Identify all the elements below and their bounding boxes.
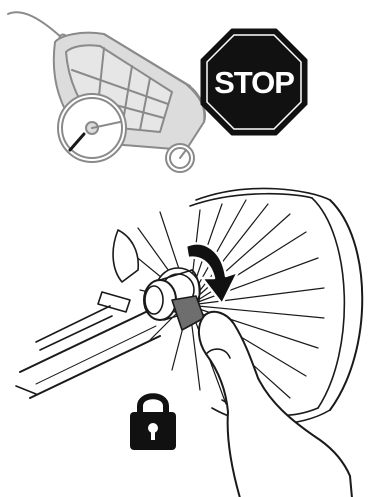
- padlock-icon: [130, 396, 176, 450]
- bike-trailer-icon: [8, 12, 205, 172]
- stop-sign-label: STOP: [214, 65, 294, 100]
- wheel-axle-detail: [16, 188, 362, 497]
- stop-sign-icon: STOP: [202, 30, 306, 134]
